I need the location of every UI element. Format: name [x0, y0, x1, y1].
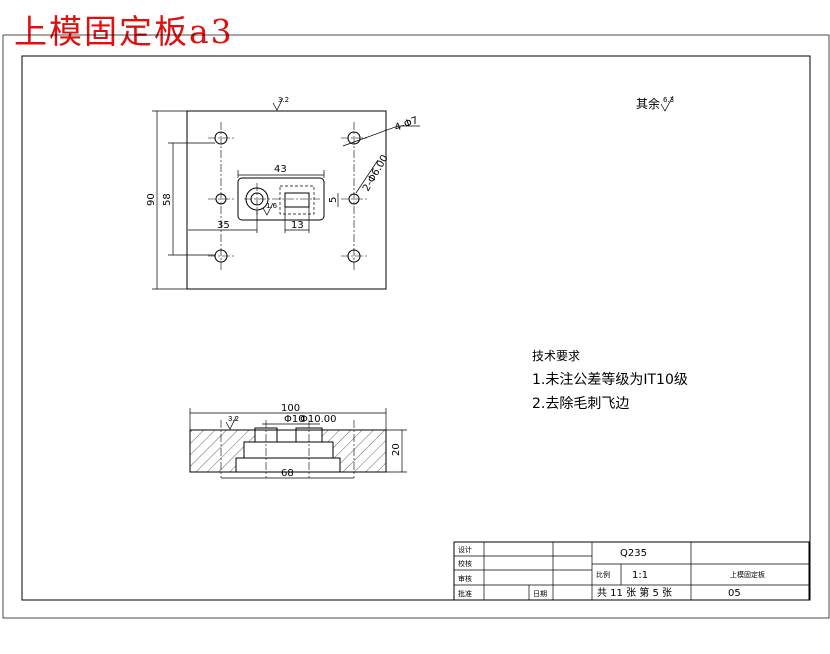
- svg-text:6.3: 6.3: [663, 96, 674, 104]
- tb-sheets: 共 11 张 第 5 张: [597, 586, 672, 599]
- roughness-rest-note: 其余 6.3: [636, 95, 674, 112]
- dim-bore: Φ10: [284, 414, 305, 425]
- dim-height-20: 20: [391, 443, 402, 456]
- tech-item-1: 1.未注公差等级为IT10级: [532, 371, 688, 388]
- roughness-symbol-section: 3.2: [225, 415, 239, 430]
- dim-slot-13: 13: [291, 220, 304, 231]
- tb-scale-value: 1:1: [632, 570, 648, 581]
- dim-width-43: 43: [274, 164, 287, 175]
- dim-height-58: 58: [162, 193, 173, 206]
- drawing-title: 上模固定板a3: [14, 12, 234, 51]
- dim-offset-35: 35: [217, 220, 230, 231]
- tb-design: 设计: [458, 545, 472, 554]
- svg-text:3.2: 3.2: [228, 415, 239, 423]
- tb-scale-label: 比例: [596, 570, 610, 579]
- dim-slot-5: 5: [328, 197, 339, 203]
- tb-date: 日期: [533, 590, 547, 598]
- dim-corner-holes: 4-Φ7: [393, 115, 420, 134]
- tb-review: 审核: [458, 574, 472, 583]
- tech-item-2: 2.去除毛刺飞边: [532, 396, 629, 412]
- dim-height-90: 90: [146, 193, 157, 206]
- dim-bore2: Φ10.00: [300, 414, 337, 425]
- section-view: 100 Φ10 Φ10.00 20 68 3.2: [189, 403, 407, 479]
- svg-text:1.6: 1.6: [266, 202, 278, 210]
- tb-drawing-no: 05: [728, 588, 741, 599]
- dim-step-68: 68: [281, 468, 294, 479]
- top-view: 43 90 58 35 13 5 4-Φ7 2-Φ6.00 3.2 1.6: [146, 96, 420, 290]
- tech-heading: 技术要求: [532, 349, 580, 363]
- svg-text:其余: 其余: [636, 96, 660, 111]
- dim-total-100: 100: [281, 403, 300, 414]
- plate-outline: [186, 110, 387, 290]
- tb-part-name: 上模固定板: [730, 570, 765, 579]
- tb-approve: 批准: [458, 589, 472, 598]
- roughness-symbol-slot: 1.6: [262, 202, 278, 216]
- slot: [284, 192, 310, 208]
- tb-check: 校核: [458, 559, 472, 568]
- outer-border: [2, 34, 830, 619]
- tb-material: Q235: [620, 548, 647, 559]
- section-hatched-body: [189, 429, 256, 473]
- technical-requirements: 技术要求 1.未注公差等级为IT10级 2.去除毛刺飞边: [532, 349, 688, 412]
- inner-frame: [21, 55, 811, 601]
- title-block: 设计 校核 审核 批准 日期 Q235 比例 1:1 上模固定板 共 11 张 …: [453, 541, 810, 601]
- svg-text:3.2: 3.2: [278, 96, 289, 104]
- roughness-symbol-top: 3.2: [272, 96, 289, 111]
- slot-hidden: [279, 185, 315, 215]
- central-recess: [237, 177, 325, 221]
